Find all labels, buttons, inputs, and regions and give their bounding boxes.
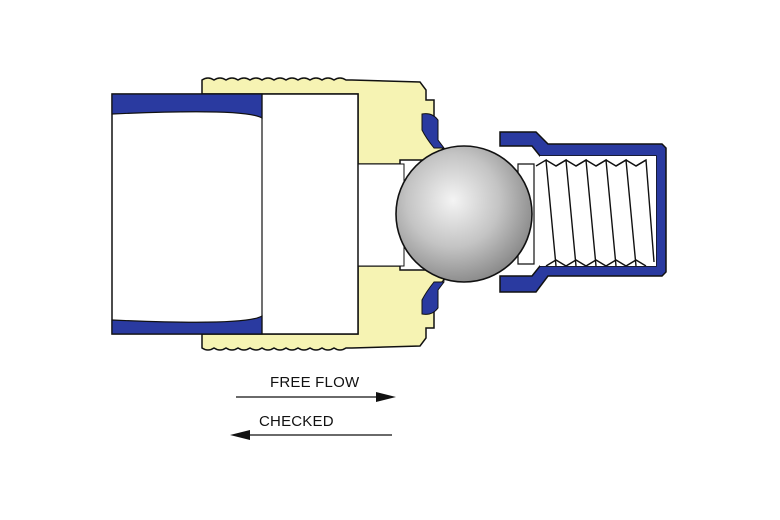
seat-seal-top [421, 113, 445, 149]
valve-body-bottom [201, 265, 445, 351]
spring-chamber [540, 156, 656, 266]
check-ball [395, 145, 533, 283]
inlet-tube [111, 93, 359, 335]
free-flow-label: FREE FLOW [270, 374, 360, 391]
free-flow-arrow [236, 392, 396, 402]
seat-seal-bottom [421, 281, 445, 315]
checked-label: CHECKED [259, 413, 334, 430]
valve-body-top [201, 77, 445, 165]
spring-coils [535, 158, 655, 267]
checked-arrow [230, 430, 392, 440]
